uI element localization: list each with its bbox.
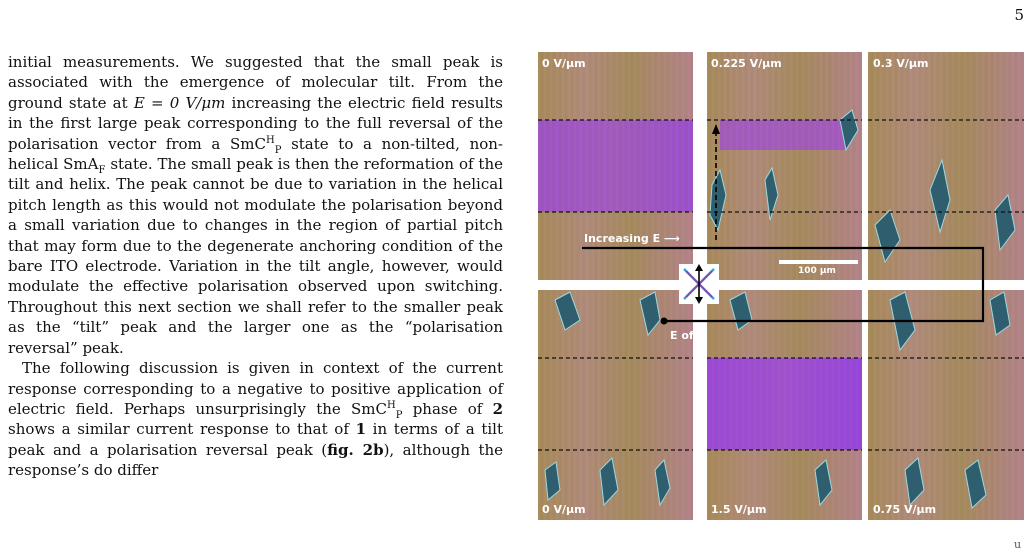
dashed-boundaries <box>538 119 1024 451</box>
path-end-dot <box>660 317 668 325</box>
panel-4-bottom-middle <box>707 290 862 520</box>
math-expression: E = 0 V/μm <box>133 93 226 112</box>
panel-label-5: 0.75 V/μm <box>873 503 937 516</box>
panel-label-3: 0 V/μm <box>542 503 586 516</box>
paragraph-2: The following discussion is given in con… <box>8 359 504 480</box>
polarizer-cross-icon <box>679 264 719 304</box>
panel-1-top-middle <box>707 52 862 280</box>
defect-crystals <box>544 109 1016 509</box>
increasing-e-label: Increasing E ⟶ <box>584 232 680 245</box>
body-text-column: initial measurements. We suggested that … <box>8 52 503 481</box>
scale-bar-label: 100 μm <box>798 266 836 276</box>
paragraph-1: initial measurements. We suggested that … <box>8 53 503 357</box>
e-off-label: E off <box>670 329 698 342</box>
panel-0-top-left <box>538 52 693 280</box>
page-number: 5 <box>1014 6 1024 24</box>
panel-label-1: 0.225 V/μm <box>711 57 782 70</box>
dashed-up-arrow <box>712 124 720 240</box>
panel-label-4: 1.5 V/μm <box>711 503 767 516</box>
path-line <box>582 246 985 323</box>
panel-label-2: 0.3 V/μm <box>873 57 929 70</box>
panel-label-0: 0 V/μm <box>542 57 586 70</box>
corner-mark: u <box>1014 538 1022 551</box>
